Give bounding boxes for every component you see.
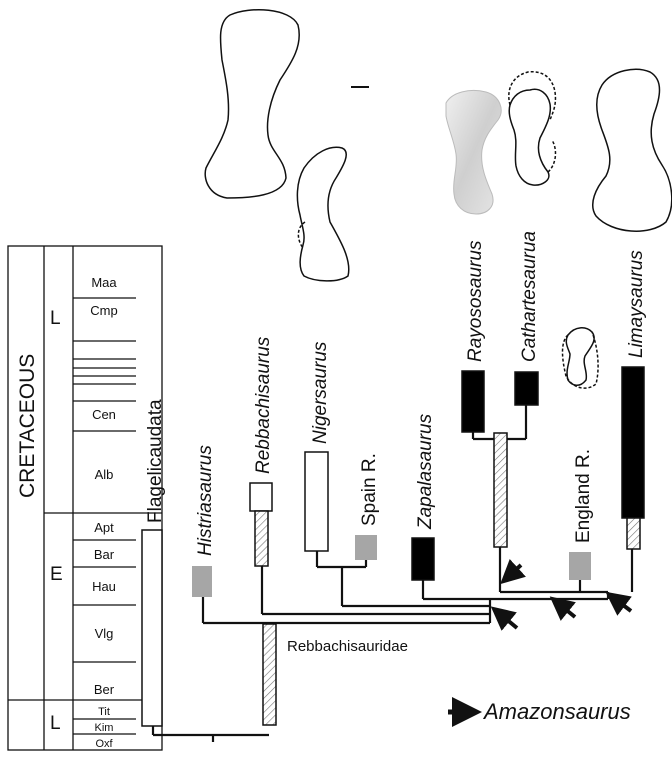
range-england [569, 552, 591, 580]
stage-alb: Alb [95, 467, 114, 482]
ghost-rebbachisauridae [263, 624, 276, 725]
arrow-icon [500, 614, 517, 628]
range-nigersaurus [305, 452, 328, 551]
range-flagellicaudata [142, 530, 162, 726]
stage-bar: Bar [94, 547, 115, 562]
taxon-cathartesaurua: Cathartesaurua [519, 231, 540, 362]
epoch-label-late: L [50, 308, 61, 329]
taxon-rebbachisaurus: Rebbachisaurus [253, 336, 274, 474]
taxon-rayososaurus: Rayososaurus [465, 240, 486, 362]
taxon-histriasaurus: Histriasaurus [195, 445, 216, 556]
rayososaurus-bone-photo [446, 90, 501, 214]
ghost-rebbachisaurus [255, 511, 268, 566]
range-bars [142, 367, 644, 726]
taxon-nigersaurus: Nigersaurus [310, 341, 331, 444]
stage-ber: Ber [94, 682, 115, 697]
range-limaysaurus [622, 367, 644, 518]
range-zapalasaurus [412, 538, 434, 580]
stage-cmp: Cmp [90, 303, 117, 318]
range-cathartesaurua [515, 372, 538, 405]
taxon-spain: Spain R. [359, 453, 380, 526]
epoch-label-late-jurassic: L [50, 713, 61, 734]
stage-vlg: Vlg [95, 626, 114, 641]
clade-label: Rebbachisauridae [287, 638, 408, 655]
arrow-icon [559, 604, 575, 617]
nigersaurus-scapula-outline [297, 147, 348, 281]
stage-maa: Maa [91, 275, 117, 290]
amazonsaurus-arrows [500, 565, 631, 628]
ghost-limaysaurus-group [494, 433, 507, 547]
stage-tit: Tit [98, 706, 110, 718]
cladogram-branches [153, 404, 632, 742]
bone-illustrations [205, 10, 672, 388]
range-spain [355, 535, 377, 560]
taxon-limaysaurus: Limaysaurus [626, 250, 647, 358]
taxon-england: England R. [573, 449, 594, 543]
arrow-icon [509, 565, 521, 576]
cathartesaurua-scapula-outline [509, 89, 550, 185]
epoch-label-early: E [50, 564, 63, 585]
arrow-icon [615, 599, 631, 611]
rebbachisaurus-scapula-outline [205, 10, 299, 198]
england-bone-outline [566, 328, 594, 385]
range-rebbachisaurus [250, 483, 272, 511]
range-rayososaurus [462, 371, 484, 432]
taxon-zapalasaurus: Zapalasaurus [415, 413, 436, 530]
taxon-flagellicaudata: Flagelicaudata [145, 399, 166, 523]
stage-kim: Kim [95, 722, 114, 734]
legend-label: Amazonsaurus [482, 699, 631, 724]
stage-hau: Hau [92, 579, 116, 594]
ghost-limaysaurus [627, 518, 640, 549]
range-histriasaurus [192, 566, 212, 597]
stage-oxf: Oxf [95, 738, 113, 750]
stage-apt: Apt [94, 520, 114, 535]
period-label: CRETACEOUS [16, 354, 39, 498]
stage-cen: Cen [92, 407, 116, 422]
limaysaurus-scapula-outline [593, 69, 672, 231]
